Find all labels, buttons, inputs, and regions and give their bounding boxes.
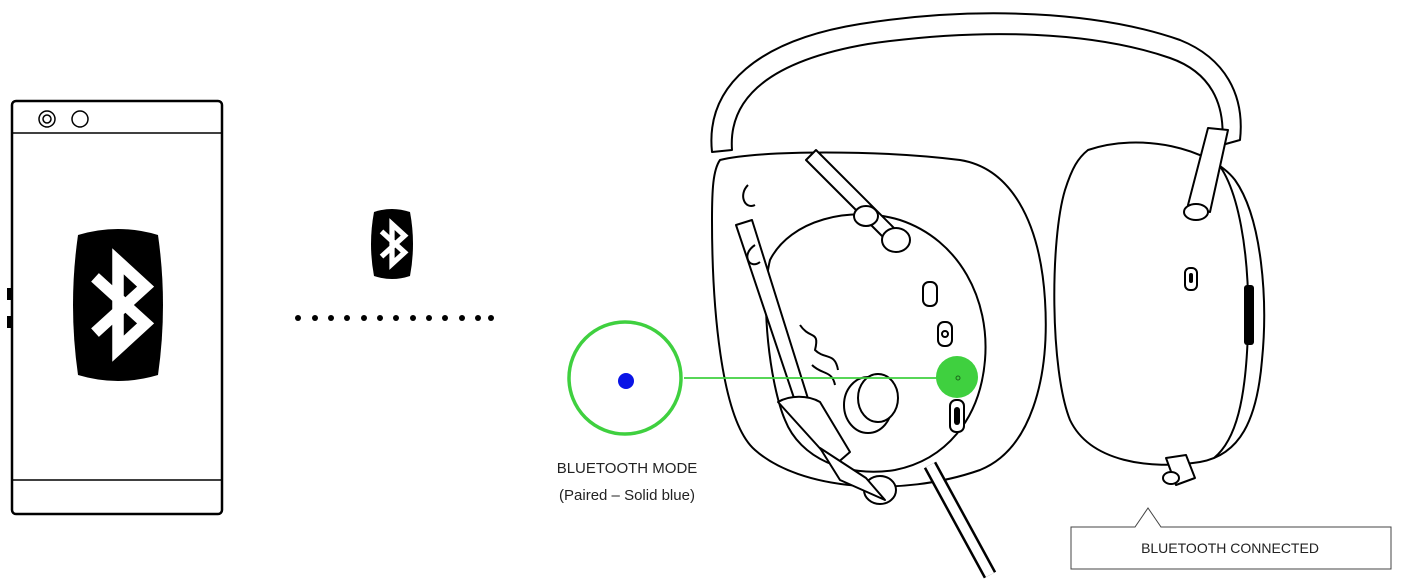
bluetooth-icon <box>371 209 413 279</box>
front-camera <box>38 110 56 128</box>
led-mode-label: BLUETOOTH MODE <box>557 460 698 477</box>
led-indicator <box>567 320 683 436</box>
led-highlight <box>936 356 978 398</box>
callout-label: BLUETOOTH CONNECTED <box>1141 540 1319 556</box>
blue-led <box>618 373 634 389</box>
sensor <box>71 110 89 128</box>
signal-dots <box>295 315 494 321</box>
callout-box <box>1070 507 1392 570</box>
led-status-label: (Paired – Solid blue) <box>559 487 695 504</box>
smartphone <box>7 99 224 516</box>
bluetooth-icon <box>73 229 163 381</box>
headset <box>710 12 1266 579</box>
